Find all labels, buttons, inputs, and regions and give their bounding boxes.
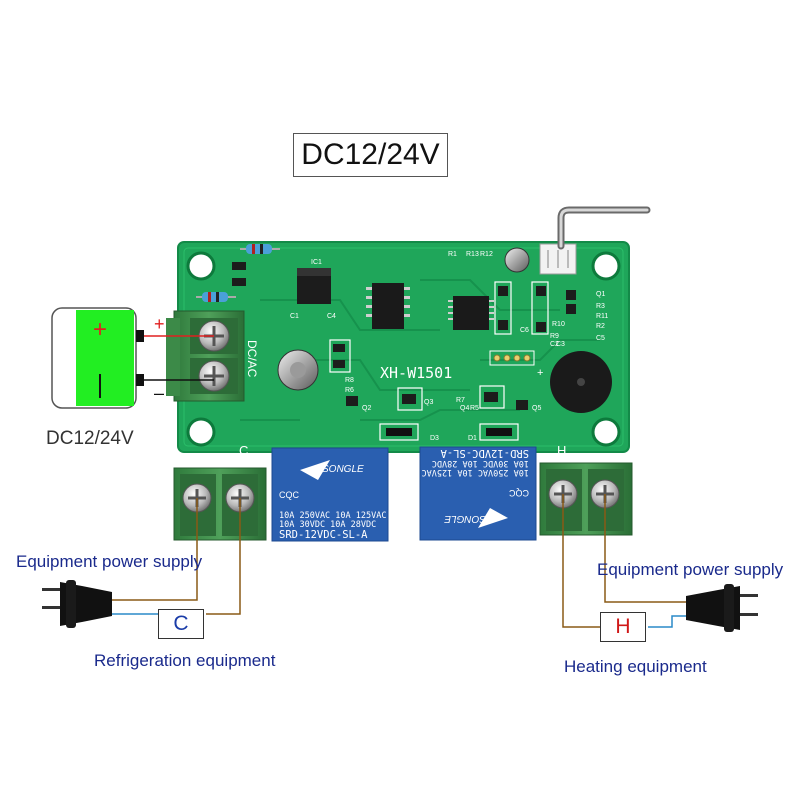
svg-text:Q3: Q3 <box>424 399 433 406</box>
silk-buzzer-plus: + <box>537 367 543 379</box>
page-title: DC12/24V <box>301 138 440 171</box>
svg-text:C4: C4 <box>327 313 336 320</box>
refrigeration-label: Refrigeration equipment <box>94 651 276 670</box>
output-terminal-h <box>539 462 633 536</box>
svg-text:CQC: CQC <box>509 488 530 498</box>
diode-d1 <box>486 428 512 436</box>
svg-text:CQC: CQC <box>279 490 300 500</box>
svg-text:R12: R12 <box>480 251 493 258</box>
svg-text:C3: C3 <box>556 341 565 348</box>
wire-minus-label: – <box>154 383 164 403</box>
wire-plus-label: + <box>154 314 165 334</box>
refrigeration-device-box: C <box>158 609 204 639</box>
svg-text:SRD-12VDC-SL-A: SRD-12VDC-SL-A <box>279 529 368 541</box>
temperature-probe <box>557 206 651 250</box>
silk-dcac: DC/AC <box>245 340 259 378</box>
svg-text:R13: R13 <box>466 251 479 258</box>
ic-chip-mcu <box>453 296 489 330</box>
svg-text:C1: C1 <box>290 313 299 320</box>
svg-text:C2: C2 <box>550 341 559 348</box>
silk-c: C <box>239 443 248 458</box>
svg-text:C5: C5 <box>596 335 605 342</box>
mount-hole-tl <box>186 251 216 281</box>
resistor-mid <box>196 292 236 302</box>
mount-hole-tr <box>591 251 621 281</box>
svg-text:R6: R6 <box>345 387 354 394</box>
silk-ic1: IC1 <box>311 259 322 266</box>
silk-h: H <box>557 443 566 458</box>
heating-device-box: H <box>600 612 646 642</box>
svg-text:SONGLE: SONGLE <box>322 464 364 475</box>
svg-text:10A 30VDC 10A 28VDC: 10A 30VDC 10A 28VDC <box>279 520 376 530</box>
left-circuit-wires <box>112 498 241 615</box>
svg-text:10A 250VAC 10A 125VAC: 10A 250VAC 10A 125VAC <box>422 467 529 477</box>
device-code-h: H <box>615 615 631 638</box>
diode-d3 <box>386 428 412 436</box>
svg-text:SRD-12VDC-SL-A: SRD-12VDC-SL-A <box>440 447 529 459</box>
svg-text:10A 30VDC 10A 28VDC: 10A 30VDC 10A 28VDC <box>432 458 529 468</box>
power-supply-label: DC12/24V <box>46 428 134 449</box>
battery-plus-sign: + <box>93 316 107 343</box>
svg-text:Q5: Q5 <box>532 405 541 412</box>
pcb-board: IC1 R1 R13 R12 R11 C4 C1 R8 R6 Q2 Q1 R9 … <box>177 206 651 458</box>
svg-text:R7: R7 <box>456 397 465 404</box>
title-box: DC12/24V <box>293 133 448 177</box>
svg-text:Q1: Q1 <box>596 291 605 298</box>
svg-text:R1: R1 <box>448 251 457 258</box>
svg-text:R9: R9 <box>550 333 559 340</box>
svg-text:R11: R11 <box>596 313 608 320</box>
svg-text:Q4: Q4 <box>460 405 469 412</box>
left-supply-label: Equipment power supply <box>16 552 203 571</box>
svg-text:Q2: Q2 <box>362 405 371 412</box>
output-terminal-c <box>173 467 267 541</box>
resistor-top <box>240 244 280 254</box>
silk-model: XH-W1501 <box>380 364 452 382</box>
ic-chip-main <box>372 283 404 329</box>
svg-text:R2: R2 <box>596 323 605 330</box>
svg-text:10A 250VAC 10A 125VAC: 10A 250VAC 10A 125VAC <box>279 511 386 521</box>
mount-hole-br <box>591 417 621 447</box>
right-circuit-wires <box>562 494 686 628</box>
heating-label: Heating equipment <box>564 657 707 676</box>
svg-text:SONGLE: SONGLE <box>444 513 486 524</box>
plug-right-icon <box>686 584 758 632</box>
svg-text:R10: R10 <box>552 321 565 328</box>
mount-hole-bl <box>186 417 216 447</box>
device-code-c: C <box>173 612 189 635</box>
battery: + <box>51 307 144 409</box>
capacitor-small <box>504 247 530 273</box>
relay-right: SONGLE CQC 10A 250VAC 10A 125VAC 10A 30V… <box>419 446 537 541</box>
svg-text:C6: C6 <box>520 327 529 334</box>
relay-left: SONGLE CQC 10A 250VAC 10A 125VAC 10A 30V… <box>271 447 389 542</box>
svg-text:R8: R8 <box>345 377 354 384</box>
plug-left-icon <box>42 580 112 628</box>
dc-input-terminal <box>166 310 245 402</box>
svg-text:D3: D3 <box>430 435 439 442</box>
svg-text:D1: D1 <box>468 435 477 442</box>
svg-text:R5: R5 <box>470 405 479 412</box>
svg-text:R3: R3 <box>596 303 605 310</box>
right-supply-label: Equipment power supply <box>597 560 784 579</box>
